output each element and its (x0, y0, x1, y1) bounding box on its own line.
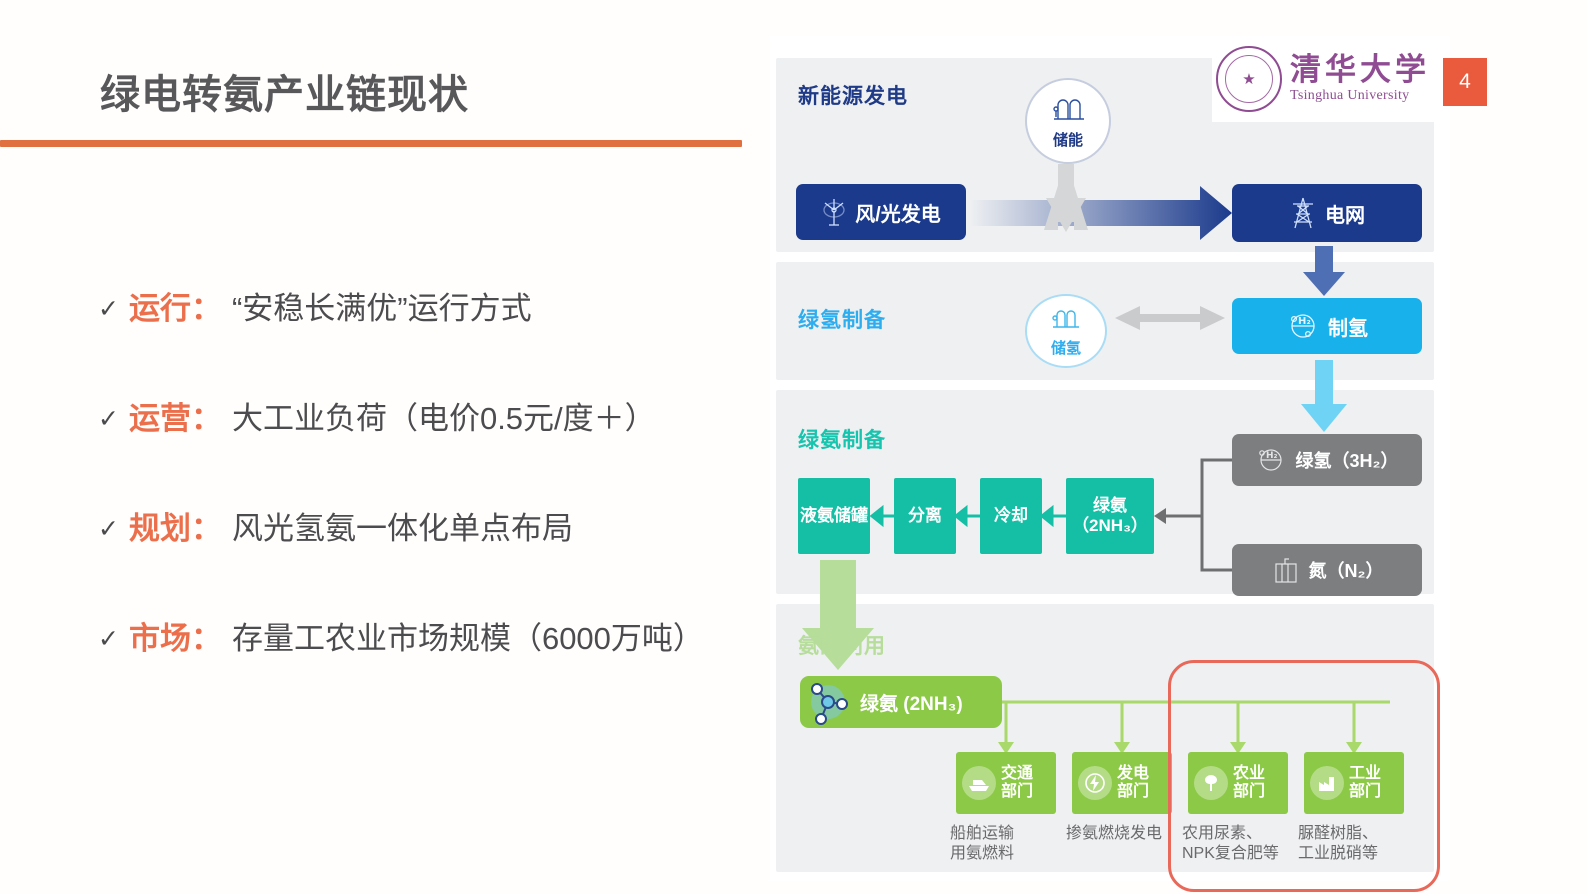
arrow-grid-to-h2 (1303, 246, 1345, 296)
tree-icon (1194, 766, 1228, 800)
node-separation: 分离 (894, 478, 956, 554)
sector-caption-transport: 船舶运输用氨燃料 (950, 825, 1015, 862)
node-green-ammonia-product: 绿氨 (2NH₃) (800, 676, 1002, 728)
arrow-to-liquid-tank (869, 504, 894, 528)
arrow-h2-storage-bidirectional (1115, 306, 1225, 330)
bullet-list: ✓ 运行： “安稳长满优”运行方式 ✓ 运营： 大工业负荷（电价0.5元/度＋）… (98, 290, 778, 730)
list-item: ✓ 市场： 存量工农业市场规模（6000万吨） (98, 620, 778, 730)
node-power-grid: 电网 (1232, 184, 1422, 242)
page-title: 绿电转氨产业链现状 (100, 73, 469, 117)
node-nitrogen-feed: 氮（N₂） (1232, 544, 1422, 596)
title-underline-rule (0, 140, 742, 147)
arrow-wind-to-grid (970, 186, 1232, 240)
section-title-green-hydrogen: 绿氢制备 (798, 309, 886, 332)
node-label: 电网 (1325, 204, 1365, 227)
value-chain-diagram: 新能源发电 绿氢制备 绿氨制备 氨的利用 风/光发电 (770, 36, 1450, 892)
ammonia-molecule-icon (808, 679, 852, 725)
node-label: 风/光发电 (855, 203, 941, 226)
check-icon: ✓ (98, 624, 119, 653)
node-label: 氮（N₂） (1308, 561, 1384, 581)
bullet-label: 运营： (128, 401, 222, 436)
node-label: 冷却 (994, 506, 1028, 526)
node-sector-power: 发电 部门 (1072, 752, 1172, 814)
hydrogen-tank-icon (1047, 305, 1085, 336)
sector-label: 交通 部门 (1001, 765, 1034, 800)
arrow-h2-to-greenh2 (1301, 360, 1347, 432)
arrow-to-ammonia-use (802, 560, 874, 670)
check-icon: ✓ (98, 404, 119, 433)
list-item: ✓ 运行： “安稳长满优”运行方式 (98, 290, 778, 400)
list-item: ✓ 规划： 风光氢氨一体化单点布局 (98, 510, 778, 620)
sector-caption-power: 掺氨燃烧发电 (1066, 825, 1163, 842)
list-item: ✓ 运营： 大工业负荷（电价0.5元/度＋） (98, 400, 778, 510)
ship-icon (962, 766, 996, 800)
arrow-from-storage (1046, 164, 1086, 232)
wind-turbine-icon (821, 197, 847, 227)
transmission-tower-icon (1289, 196, 1317, 230)
section-title-new-energy: 新能源发电 (798, 85, 908, 108)
node-label: 液氨储罐 (800, 506, 868, 526)
bullet-content: 大工业负荷（电价0.5元/度＋） (231, 401, 656, 436)
sector-caption-industry: 脲醛树脂、工业脱硝等 (1298, 825, 1379, 862)
node-green-ammonia-synthesis: 绿氨（2NH₃） (1066, 478, 1154, 554)
svg-text:H₂: H₂ (1298, 316, 1311, 327)
node-label: 分离 (908, 506, 942, 526)
node-wind-solar-power: 风/光发电 (796, 184, 966, 240)
node-liquid-ammonia-tank: 液氨储罐 (798, 478, 870, 554)
bullet-content: “安稳长满优”运行方式 (231, 291, 532, 326)
node-label: 绿氨 (2NH₃) (860, 693, 963, 715)
node-label: 储氢 (1050, 339, 1081, 357)
bullet-label: 规划： (128, 511, 222, 546)
logo-name-cn: 清华大学 (1290, 52, 1430, 87)
sector-label: 工业 部门 (1349, 765, 1382, 800)
storage-tank-icon (1048, 93, 1088, 128)
left-content-column: 绿电转氨产业链现状 ✓ 运行： “安稳长满优”运行方式 ✓ 运营： 大工业负荷（… (0, 0, 770, 894)
bullet-label: 市场： (128, 621, 222, 656)
node-energy-storage: 储能 (1025, 78, 1111, 164)
factory-icon (1310, 766, 1344, 800)
arrow-sep-to-tank (953, 504, 980, 528)
node-sector-transport: 交通 部门 (956, 752, 1056, 814)
bullet-content: 风光氢氨一体化单点布局 (231, 511, 573, 546)
page-number-badge: 4 (1443, 58, 1487, 106)
node-hydrogen-production: H₂ 制氢 (1232, 298, 1422, 354)
sector-label: 发电 部门 (1117, 765, 1150, 800)
h2-electrolysis-icon: H₂ (1286, 310, 1320, 342)
node-label: 绿氨（2NH₃） (1072, 496, 1148, 535)
connector-feeds (1200, 458, 1232, 572)
arrowhead-to-ammonia (1154, 508, 1166, 524)
svg-text:H₂: H₂ (1266, 451, 1278, 461)
sector-label: 农业 部门 (1233, 765, 1266, 800)
node-sector-agriculture: 农业 部门 (1188, 752, 1288, 814)
tsinghua-logo: ★ 清华大学 Tsinghua University (1212, 36, 1442, 122)
arrow-cool-to-sep (1039, 504, 1066, 528)
logo-name-en: Tsinghua University (1290, 88, 1410, 103)
node-label: 储能 (1052, 131, 1083, 149)
flow-arrows-layer (802, 160, 1390, 754)
section-title-ammonia-use: 氨的利用 (798, 635, 886, 658)
sector-caption-agriculture: 农用尿素、NPK复合肥等 (1182, 825, 1279, 862)
bullet-label: 运行： (128, 291, 222, 326)
hydrogen-molecule-icon: H₂ (1255, 445, 1287, 475)
lightning-icon (1078, 766, 1112, 800)
drop-lines-sectors (1004, 702, 1356, 742)
node-label: 制氢 (1328, 317, 1368, 340)
section-title-green-ammonia: 绿氨制备 (798, 429, 886, 452)
node-green-hydrogen-feed: H₂ 绿氢（3H₂） (1232, 434, 1422, 486)
air-separation-icon (1271, 555, 1301, 585)
node-sector-industry: 工业 部门 (1304, 752, 1404, 814)
node-label: 绿氢（3H₂） (1295, 451, 1399, 471)
logo-names: 清华大学 Tsinghua University (1290, 54, 1430, 104)
section-band-ammonia-use (776, 604, 1434, 872)
check-icon: ✓ (98, 514, 119, 543)
bullet-content: 存量工农业市场规模（6000万吨） (231, 621, 704, 656)
node-cooling: 冷却 (980, 478, 1042, 554)
node-hydrogen-storage: 储氢 (1025, 294, 1107, 368)
highlight-box-agriculture-industry (1168, 660, 1440, 892)
check-icon: ✓ (98, 294, 119, 323)
tsinghua-seal-icon: ★ (1216, 46, 1282, 112)
